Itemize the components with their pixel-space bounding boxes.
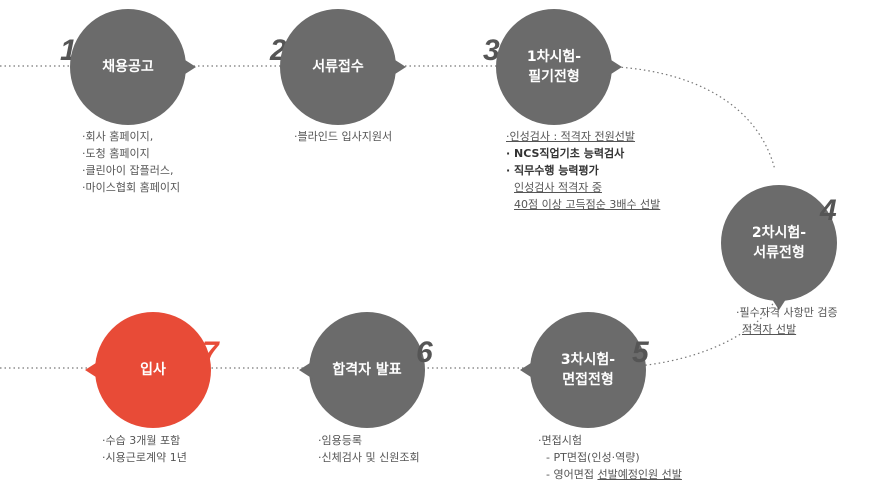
step-7-detail: ·시용근로계약 1년 xyxy=(102,451,187,464)
step-3-detail: 40점 이상 고득점순 3배수 선발 xyxy=(514,198,661,211)
step-1-detail: ·회사 홈페이지, xyxy=(82,130,154,143)
step-6-title: 합격자 발표 xyxy=(332,362,402,378)
step-1-detail: ·도청 홈페이지 xyxy=(82,147,150,160)
flow-line-curve-down xyxy=(599,299,776,369)
step-5-circle: 3차시험- 면접전형 xyxy=(520,312,646,428)
step-7-details: ·수습 3개월 포함 ·시용근로계약 1년 xyxy=(102,432,187,466)
step-3-detail: · NCS직업기초 능력검사 xyxy=(506,147,625,160)
step-4-details: ·필수자격 사항만 검증 적격자 선발 xyxy=(736,304,838,338)
step-5-detail: 선발예정인원 선발 xyxy=(597,468,682,481)
step-2-circle: 서류접수 xyxy=(280,9,406,125)
step-3-title-line1: 1차시험- xyxy=(526,49,582,65)
step-6-detail: ·임용등록 xyxy=(318,434,362,447)
step-4-title-line1: 2차시험- xyxy=(751,225,807,241)
step-5-detail: - 영어면접 xyxy=(546,468,598,481)
step-5-title-line2: 면접전형 xyxy=(562,372,614,388)
step-7-detail: ·수습 3개월 포함 xyxy=(102,434,181,447)
step-6-detail: ·신체검사 및 신원조회 xyxy=(318,451,420,464)
step-1-circle: 채용공고 xyxy=(70,9,196,125)
step-5-title-line1: 3차시험- xyxy=(560,352,616,368)
step-4-detail: ·필수자격 사항만 검증 xyxy=(736,306,838,319)
step-6-details: ·임용등록 ·신체검사 및 신원조회 xyxy=(318,432,420,466)
step-3-details: ·인성검사 : 적격자 전원선발 · NCS직업기초 능력검사 · 직무수행 능… xyxy=(506,128,660,213)
step-3-detail: ·인성검사 : 적격자 전원선발 xyxy=(506,130,636,143)
step-3-detail: · 직무수행 능력평가 xyxy=(506,164,599,177)
step-3-number: 3 xyxy=(483,34,500,67)
step-1-title: 채용공고 xyxy=(102,59,154,75)
step-6-circle: 합격자 발표 xyxy=(299,312,425,428)
step-5-detail-row: - 영어면접 선발예정인원 선발 xyxy=(538,466,682,483)
step-7-number: 7 xyxy=(202,336,219,369)
step-3-title-line2: 필기전형 xyxy=(528,69,580,85)
step-4-title-line2: 서류전형 xyxy=(753,245,805,261)
step-4-circle: 2차시험- 서류전형 xyxy=(721,185,837,310)
step-1-details: ·회사 홈페이지, ·도청 홈페이지 ·클린아이 잡플러스, ·마이스협회 홈페… xyxy=(82,128,180,196)
step-3-detail: 인성검사 적격자 중 xyxy=(514,181,602,194)
step-2-details: ·블라인드 입사지원서 xyxy=(294,128,392,145)
step-7-circle: 입사 xyxy=(85,312,211,428)
step-3-circle: 1차시험- 필기전형 xyxy=(496,9,622,125)
step-5-detail: - PT면접(인성·역량) xyxy=(546,451,640,464)
step-6-number: 6 xyxy=(416,336,433,369)
step-5-details: ·면접시험 - PT면접(인성·역량) - 영어면접 선발예정인원 선발 xyxy=(538,432,682,483)
step-2-detail: ·블라인드 입사지원서 xyxy=(294,130,393,143)
step-2-title: 서류접수 xyxy=(312,59,364,75)
step-7-title: 입사 xyxy=(140,362,166,378)
step-4-number: 4 xyxy=(820,194,837,227)
step-4-detail: 적격자 선발 xyxy=(742,323,797,336)
step-1-detail: ·클린아이 잡플러스, xyxy=(82,164,174,177)
step-5-number: 5 xyxy=(632,336,649,369)
step-1-detail: ·마이스협회 홈페이지 xyxy=(82,181,181,194)
step-5-detail: ·면접시험 xyxy=(538,434,582,447)
